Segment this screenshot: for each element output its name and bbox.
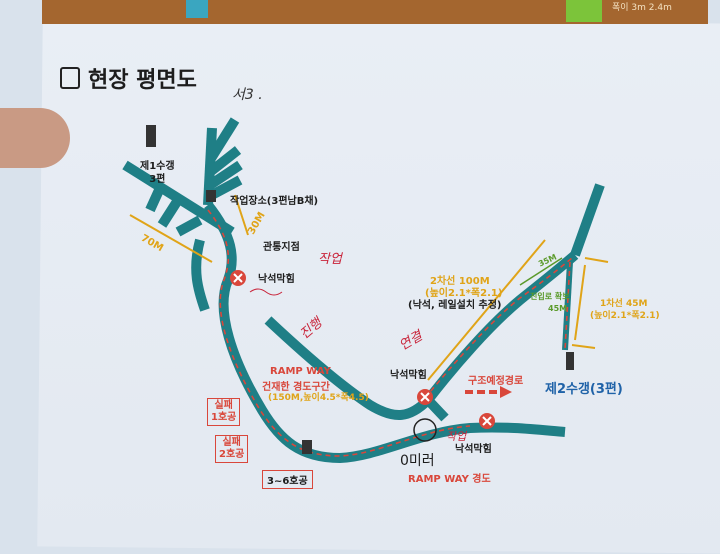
route-line-lane2 <box>424 257 573 399</box>
rescue-route-arrow <box>465 386 512 398</box>
tunnel-fan-3 <box>207 160 243 190</box>
tunnel-branch-lower <box>175 215 203 237</box>
label-lane2-note: (낙석, 레일설치 추정) <box>408 300 502 311</box>
tunnel-stub-1 <box>145 185 165 213</box>
fail2-hole: 2호공 <box>219 449 245 460</box>
label-lane1-dims: (높이2.1*폭2.1) <box>590 311 660 321</box>
label-holes-3-6: 3~6호공 <box>262 470 313 489</box>
label-breakthrough: 관통지점 <box>263 242 300 253</box>
label-lane1-title: 1차선 45M <box>600 299 648 309</box>
tunnel-ramp-way <box>204 201 566 463</box>
label-ramp-dims: (150M,높이4.5*폭4.5) <box>268 393 369 403</box>
route-line-ramp <box>207 209 471 457</box>
label-rockfall-2: 낙석막힘 <box>390 370 427 381</box>
route-line-lane1 <box>564 261 571 351</box>
label-ramp-way-bottom: RAMP WAY 경도 <box>408 474 491 485</box>
tunnel-left-loop <box>191 238 210 312</box>
label-work-site: 작업장소(3편남B채) <box>230 196 319 207</box>
fail1-status: 실패 <box>214 400 233 411</box>
dimension-45m <box>574 264 586 341</box>
label-ramp-sub: 건재한 경도구간 <box>262 382 330 393</box>
label-lane2-title: 2차선 100M <box>430 276 490 287</box>
dimension-30m <box>234 194 249 236</box>
dimension-tick-45-top <box>584 257 609 263</box>
tunnel-stub-2 <box>157 197 183 228</box>
handwritten-blocked: 0미러 <box>400 453 435 469</box>
shaft1-level: 3편 <box>149 174 166 185</box>
label-rockfall-3: 낙석막힘 <box>455 444 492 455</box>
tunnel-fan-2 <box>206 146 242 176</box>
fail1-hole: 1호공 <box>211 412 237 423</box>
dimension-tick-45-bottom <box>571 344 596 349</box>
headframe-icon <box>146 125 574 454</box>
section-title: 현장 평면도 <box>60 62 197 94</box>
tunnel-lane2-right <box>424 396 449 422</box>
handwritten-work: 작업 <box>318 252 342 267</box>
handwritten-note: 서3 . <box>232 87 263 103</box>
dimension-100m <box>427 239 546 381</box>
hand-wave-mark <box>249 288 283 296</box>
label-45m: 45M <box>548 304 568 313</box>
label-shaft1: 제1수갱 3편 <box>140 160 175 186</box>
handwritten-circle <box>413 418 437 442</box>
shaft1-name: 제1수갱 <box>140 161 175 172</box>
tunnel-fan-1 <box>205 117 240 163</box>
label-shaft2: 제2수갱(3편) <box>545 382 623 397</box>
tape-marker-blue <box>186 0 208 18</box>
mine-plan-diagram <box>122 117 609 463</box>
dimension-35m <box>519 257 563 286</box>
label-ramp-title: RAMP WAY <box>270 366 331 377</box>
finger <box>0 108 70 168</box>
fail2-status: 실패 <box>222 437 241 448</box>
strip-note: 폭이 3m 2.4m <box>612 3 672 13</box>
tape-marker-green <box>566 0 602 22</box>
handwritten-work-2: 작업 <box>446 430 467 443</box>
label-rockfall-1: 낙석막힘 <box>258 274 295 285</box>
label-access-secured: 진입로 확보 <box>530 292 570 301</box>
checkbox-icon <box>60 67 80 89</box>
label-rescue-route: 구조예정경로 <box>468 376 524 387</box>
title-text: 현장 평면도 <box>88 68 197 93</box>
tunnel-north-shaft <box>570 183 605 257</box>
dimension-70m <box>129 214 213 263</box>
label-lane2-dims: (높이2.1*폭2.1) <box>425 288 503 299</box>
